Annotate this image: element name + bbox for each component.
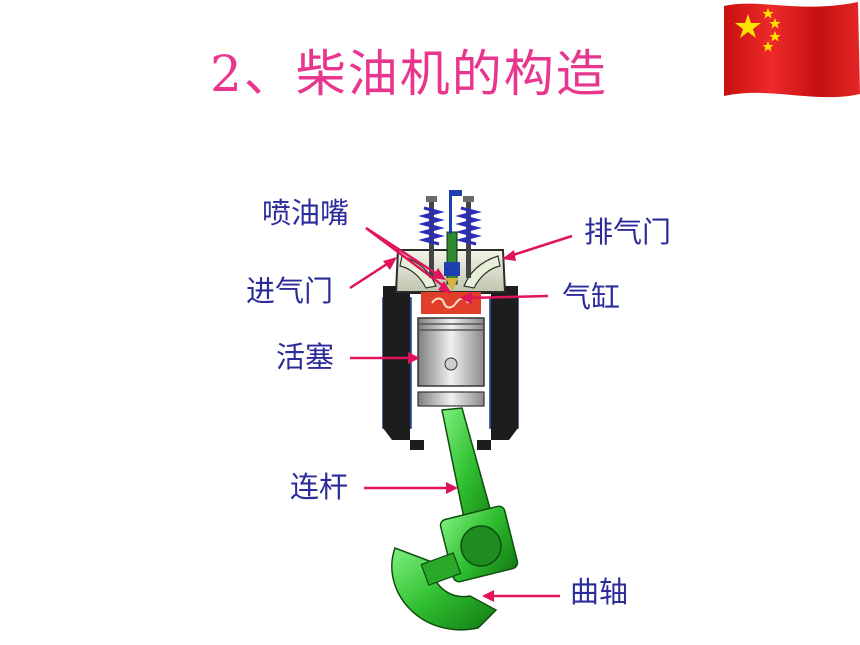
label-connecting-rod: 连杆: [290, 470, 349, 504]
label-exhaust-valve: 排气门: [584, 215, 672, 249]
label-cylinder: 气缸: [562, 280, 621, 314]
engine-block: [383, 290, 424, 450]
label-injector: 喷油嘴: [262, 196, 350, 230]
slide-title: 2、柴油机的构造: [210, 45, 608, 103]
piston: [417, 317, 485, 387]
fuel-injector: [446, 231, 458, 285]
china-flag-icon: [724, 2, 860, 98]
label-intake-valve: 进气门: [246, 274, 334, 308]
label-crankshaft: 曲轴: [570, 575, 629, 609]
label-piston: 活塞: [276, 340, 335, 374]
